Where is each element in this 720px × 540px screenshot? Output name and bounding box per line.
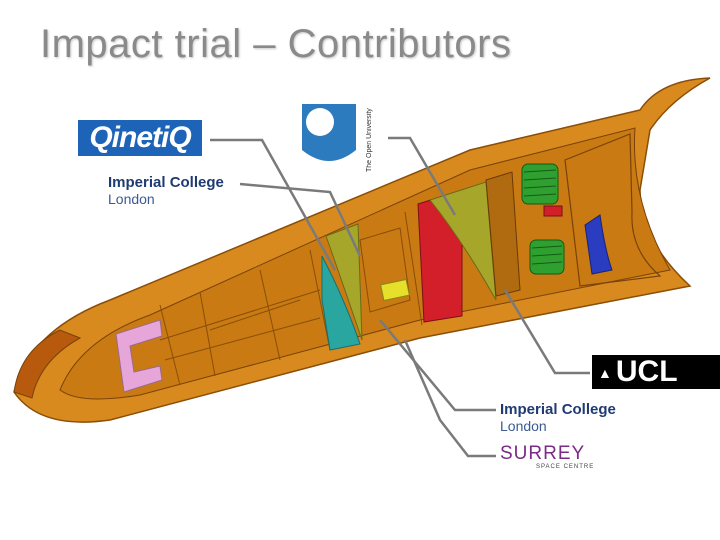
surrey-logo-line1: SURREY [500,443,586,464]
ucl-logo-text: UCL [615,355,678,388]
olive-plate-left [325,223,363,341]
surrey-space-centre-logo: SURREY SPACE CENTRE [500,444,610,474]
green-coils [521,163,565,275]
leader-imperial-bottom [379,319,496,412]
olive-plate-right [429,181,497,301]
open-university-logo-text: The Open University [366,108,373,172]
internal-structure [159,211,423,386]
leader-imperial-top [239,182,362,257]
dark-module [485,171,521,297]
leader-qinetiq [210,138,337,271]
imperial-bottom-line1: Imperial College [500,401,616,418]
red-connector [543,205,563,217]
blue-module [584,214,613,275]
leader-lines [210,136,590,458]
ucl-logo: ▲UCL [592,355,720,389]
surrey-logo-line2: SPACE CENTRE [536,464,595,470]
yellow-module [380,278,410,302]
qinetiq-logo: QinetiQ [78,120,202,156]
leader-open-university [388,136,457,216]
leader-surrey [403,339,496,458]
open-university-circle [306,108,334,136]
pink-module [115,319,163,393]
ucl-portico-icon: ▲ [598,365,612,382]
nose-cone [13,329,82,399]
hull-interior [59,127,671,400]
rear-bulkhead [564,133,662,287]
leader-ucl [503,289,590,375]
imperial-college-logo-bottom: Imperial College London [500,401,616,435]
imperial-top-line2: London [108,191,155,207]
page-title: Impact trial – Contributors [40,22,512,66]
imperial-bottom-line2: London [500,418,547,434]
imperial-college-logo-top: Imperial College London [108,174,224,208]
teal-plate [321,255,361,351]
imperial-top-line1: Imperial College [108,174,224,191]
